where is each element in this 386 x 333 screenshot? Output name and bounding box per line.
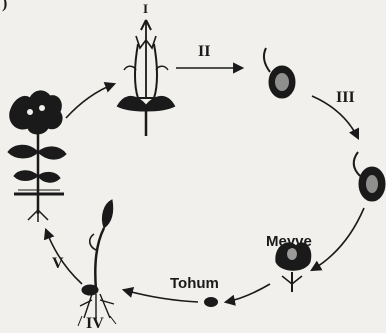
stage-label-iv: IV	[86, 316, 104, 332]
cycle-arrows	[46, 68, 364, 302]
seed-label: Tohum	[170, 276, 219, 291]
fruit-illustration	[276, 243, 311, 292]
seedling-illustration	[78, 200, 116, 326]
arrow-plant-to-flower	[66, 84, 114, 118]
stage-label-i: I	[143, 2, 148, 15]
fruit-label: Meyve	[266, 234, 312, 249]
arrow-ovule-to-fruit	[312, 208, 364, 270]
mature-plant-illustration	[8, 91, 66, 222]
pollen-grain-illustration	[264, 48, 295, 98]
stage-label-ii: II	[198, 44, 210, 60]
stage-label-iii: III	[336, 90, 355, 106]
stage-label-v: V	[52, 256, 64, 272]
seed-illustration	[204, 297, 218, 307]
flower-illustration	[118, 20, 174, 136]
arrow-fruit-to-seed	[226, 284, 270, 302]
corner-mark: )	[2, 0, 7, 12]
ovule-illustration	[354, 152, 385, 201]
